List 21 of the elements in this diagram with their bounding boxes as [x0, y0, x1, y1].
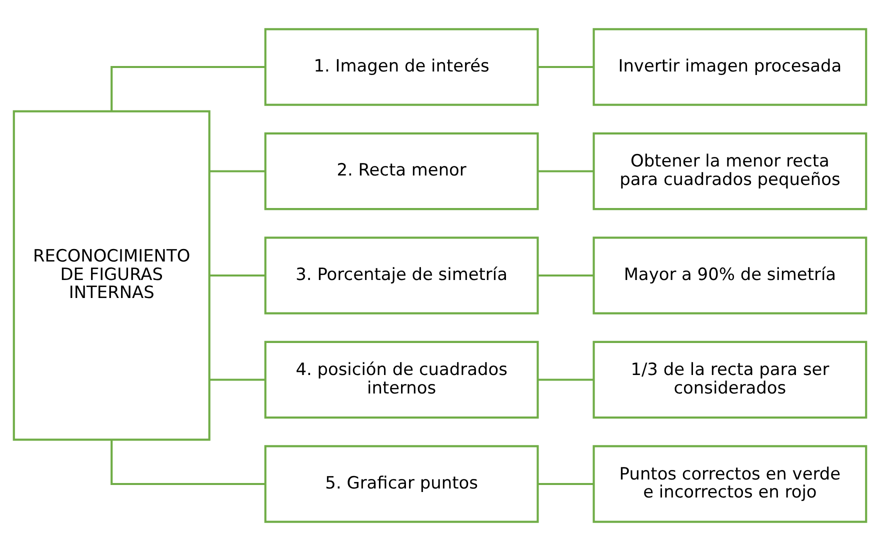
connector — [538, 274, 594, 277]
connector — [110, 66, 266, 112]
node-box: Invertir imagen procesada — [592, 28, 868, 106]
connector — [209, 274, 266, 277]
connector — [209, 378, 266, 381]
connector — [538, 66, 594, 68]
node-box: 4. posición de cuadrados internos — [264, 340, 539, 419]
node-box: RECONOCIMIENTO DE FIGURAS INTERNAS — [12, 110, 210, 441]
node-box: Obtener la menor recta para cuadrados pequeños — [592, 132, 868, 210]
node-box: 1. Imagen de interés — [264, 28, 539, 106]
node-box: 5. Graficar puntos — [264, 445, 539, 523]
connector — [538, 378, 594, 381]
node-box: Puntos correctos en verde e incorrectos en rojo — [592, 445, 868, 523]
node-box: 1/3 de la recta para ser considerados — [592, 340, 868, 419]
node-box: 3. Porcentaje de simetría — [264, 236, 539, 314]
connector — [110, 440, 266, 486]
node-box: 2. Recta menor — [264, 132, 539, 210]
node-box: Mayor a 90% de simetría — [592, 236, 868, 314]
connector — [209, 170, 266, 172]
connector — [538, 482, 594, 486]
connector — [538, 170, 594, 172]
